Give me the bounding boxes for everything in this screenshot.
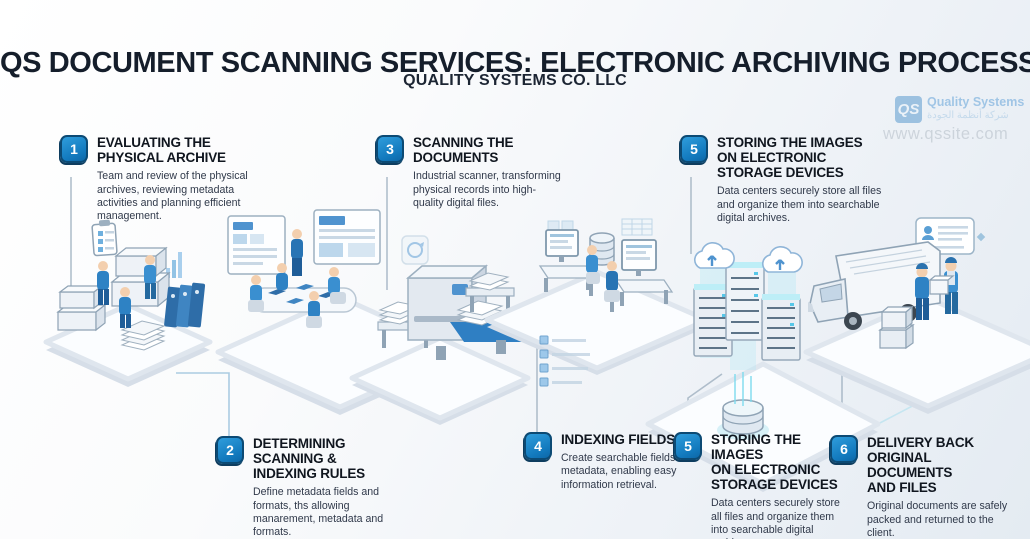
logo-arabic-name: شركة أنظمة الجودة — [927, 110, 1009, 122]
step-1-number-badge: 1 — [60, 135, 88, 163]
step-2-number-badge: 2 — [216, 436, 244, 464]
step-2-title: DETERMINING SCANNING & INDEXING RULES — [253, 436, 365, 482]
team-figures — [97, 255, 156, 328]
step-1-description: Team and review of the physical archives… — [97, 170, 248, 223]
delivery-workers — [915, 257, 958, 320]
presentation-screens — [227, 209, 381, 275]
step-4-title: INDEXING FIELDS — [561, 432, 676, 447]
step-5-block: 5 STORING THE IMAGES ON ELECTRONIC STORA… — [680, 135, 895, 225]
storage-cylinder — [717, 372, 769, 440]
step-3-number-badge: 3 — [376, 135, 404, 163]
step-6-title: DELIVERY BACK ORIGINAL DOCUMENTS AND FIL… — [867, 435, 974, 496]
step-1-block: 1 EVALUATING THE PHYSICAL ARCHIVE Team a… — [60, 135, 260, 224]
page-title: QS DOCUMENT SCANNING SERVICES:ELECTRONIC… — [0, 47, 1030, 80]
step-6-block: 6 DELIVERY BACK ORIGINAL DOCUMENTS AND F… — [830, 435, 1015, 539]
index-checklist — [539, 335, 590, 387]
logo-company-name: Quality Systems — [927, 95, 1025, 109]
step-3-title: SCANNING THE DOCUMENTS — [413, 135, 514, 166]
step-3-block: 3 SCANNING THE DOCUMENTS Industrial scan… — [376, 135, 566, 210]
step-5b-number-badge: 5 — [674, 432, 702, 460]
step-1-title: EVALUATING THE PHYSICAL ARCHIVE — [97, 135, 226, 166]
step-5-description: Data centers securely store all files an… — [717, 185, 882, 225]
platform-3 — [349, 335, 531, 425]
page-title-topic: ELECTRONIC ARCHIVING PROCESS — [540, 47, 1030, 80]
workstation-monitors — [538, 229, 674, 306]
step-5b-title: STORING THE IMAGES ON ELECTRONIC STORAGE… — [711, 432, 838, 493]
step-2-block: 2 DETERMINING SCANNING & INDEXING RULES … — [216, 436, 391, 539]
step-4-description: Create searchable fields for metadata, e… — [561, 452, 691, 491]
paper-stack — [120, 320, 166, 351]
platform-4 — [484, 269, 710, 375]
package-boxes — [878, 305, 915, 350]
step-5-number-badge: 5 — [680, 135, 708, 163]
step-3-description: Industrial scanner, transforming physica… — [413, 170, 561, 209]
step-6-number-badge: 6 — [830, 435, 858, 463]
step-4-number-badge: 4 — [524, 432, 552, 460]
operator-figures — [586, 245, 620, 312]
qs-logo-icon: QS — [895, 96, 922, 123]
step-5b-description: Data centers securely store all files an… — [711, 497, 840, 539]
meeting-figures — [248, 229, 346, 328]
step-2-description: Define metadata fields and formats, ths … — [253, 486, 384, 539]
step-6-description: Original documents are safely packed and… — [867, 500, 1008, 539]
company-watermark: QS Quality Systems شركة أنظمة الجودة www… — [883, 95, 1024, 144]
cloud-upload-icons — [694, 241, 803, 273]
step-5-title: STORING THE IMAGES ON ELECTRONIC STORAGE… — [717, 135, 863, 181]
server-racks — [693, 262, 801, 361]
clipboard-icon — [91, 219, 118, 257]
company-subtitle: QUALITY SYSTEMS CO. LLC — [403, 72, 627, 89]
step-4-block: 4 INDEXING FIELDS Create searchable fiel… — [524, 432, 704, 492]
page-title-brand: QS DOCUMENT SCANNING SERVICES: — [0, 47, 533, 80]
step-5b-block: 5 STORING THE IMAGES ON ELECTRONIC STORA… — [674, 432, 844, 539]
ring-binders — [164, 282, 206, 328]
website-url: www.qssite.com — [883, 125, 1009, 143]
scan-icon — [401, 235, 429, 265]
